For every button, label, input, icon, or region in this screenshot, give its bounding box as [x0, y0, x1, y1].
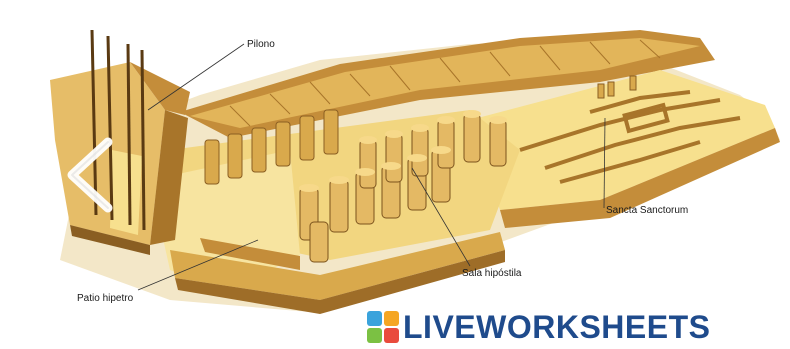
label-patio-hipetro: Patio hipetro — [77, 293, 133, 304]
logo-tile-v — [367, 328, 382, 343]
logo-tile-l — [367, 311, 382, 326]
liveworksheets-logo-icon — [367, 311, 399, 343]
logo-tile-i — [384, 311, 399, 326]
previous-button[interactable] — [58, 136, 122, 214]
logo-tile-e — [384, 328, 399, 343]
label-sancta-sanctorum: Sancta Sanctorum — [606, 205, 688, 216]
chevron-left-icon — [58, 136, 122, 214]
brand-name: LIVEWORKSHEETS — [403, 310, 710, 344]
label-sala-hipostila: Sala hipóstila — [462, 268, 521, 279]
liveworksheets-brand[interactable]: LIVEWORKSHEETS — [367, 310, 710, 344]
label-pilono: Pilono — [247, 39, 275, 50]
